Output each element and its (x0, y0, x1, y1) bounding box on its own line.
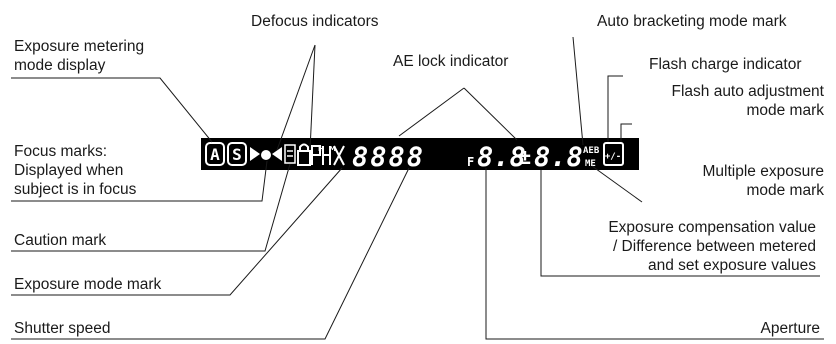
label-flash-auto-line2: mode mark (746, 102, 824, 119)
label-flash-charge-indicator: Flash charge indicator (649, 56, 802, 73)
flash-mode-box (603, 142, 624, 166)
label-ae-lock-indicator: AE lock indicator (393, 53, 509, 70)
focus-mark-dot (261, 150, 271, 160)
label-exposure-comp-line2: / Difference between metered (612, 238, 816, 255)
label-auto-bracketing-mode-mark: Auto bracketing mode mark (597, 13, 787, 30)
comp-sign: ± (519, 145, 531, 169)
exposure-mode-lock-icon (297, 143, 311, 166)
aperture-digits: 8.8 (477, 142, 526, 173)
me-mark: ME (585, 159, 596, 169)
label-exposure-metering-line1: Exposure metering (14, 38, 145, 55)
metering-s-letter: S (232, 145, 242, 164)
metering-s-box (227, 142, 247, 166)
label-multiple-exposure-line1: Multiple exposure (702, 163, 824, 180)
label-focus-marks-line2: Displayed when (14, 162, 124, 179)
label-shutter-speed: Shutter speed (14, 320, 111, 337)
label-multiple-exposure-mode-mark: Multiple exposure mode mark (703, 162, 824, 200)
svg-text:H: H (318, 145, 324, 153)
label-aperture: Aperture (760, 320, 820, 337)
caution-mark (284, 144, 296, 164)
label-flash-auto-line1: Flash auto adjustment (671, 83, 824, 100)
shutter-speed-digits: 8888 (352, 142, 425, 173)
defocus-left-arrow (272, 147, 282, 161)
defocus-right-arrow (250, 147, 260, 161)
label-multiple-exposure-line2: mode mark (746, 182, 824, 199)
label-exposure-metering-line2: mode display (14, 57, 106, 74)
label-flash-auto-adjustment-mode-mark: Flash auto adjustment mode mark (671, 82, 824, 120)
label-exposure-metering-mode: Exposure metering mode display (14, 37, 144, 75)
label-exposure-comp-line3: and set exposure values (647, 257, 816, 274)
label-focus-marks-line1: Focus marks: (14, 143, 108, 160)
flash-mode-glyph: +/- (605, 152, 621, 162)
comp-digits: 8.8 (534, 142, 583, 173)
leader-lines (11, 36, 824, 340)
exposure-mode-glyphs (311, 145, 345, 166)
aperture-prefix: F (467, 155, 474, 169)
label-focus-marks-line3: subject is in focus (14, 181, 137, 198)
label-focus-marks: Focus marks: Displayed when subject is i… (14, 142, 136, 199)
aeb-mark: AEB (583, 146, 600, 156)
svg-text:M: M (329, 145, 336, 153)
label-defocus-indicators: Defocus indicators (251, 13, 379, 30)
label-exposure-comp-line1: Exposure compensation value (608, 219, 816, 236)
label-exposure-compensation-value: Exposure compensation value / Difference… (608, 218, 816, 275)
metering-a-letter: A (210, 145, 220, 164)
label-caution-mark: Caution mark (14, 232, 107, 249)
metering-a-box (205, 142, 225, 166)
label-exposure-mode-mark: Exposure mode mark (14, 276, 162, 293)
